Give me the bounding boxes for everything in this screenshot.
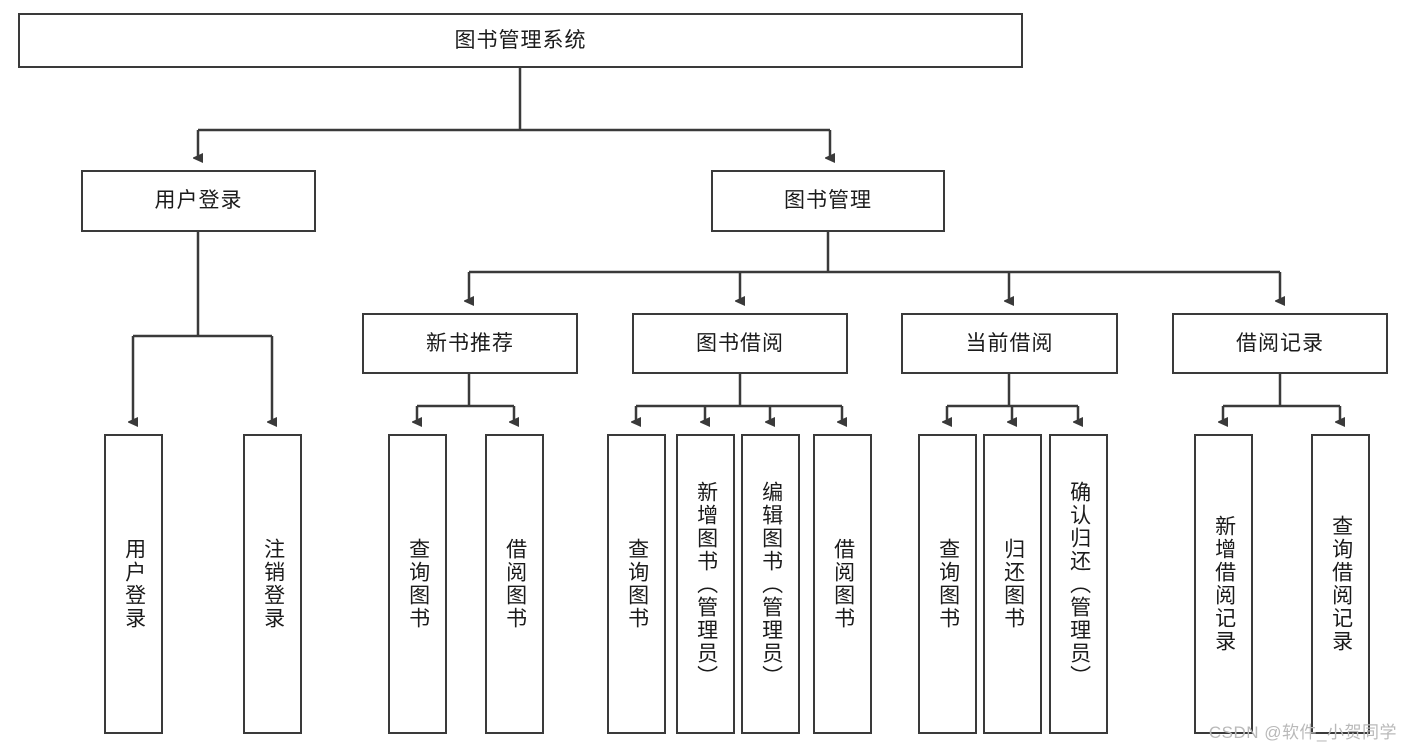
node-label: 注销登录 [261, 538, 285, 630]
node-label: 查询借阅记录 [1329, 515, 1353, 653]
leaf-user-login-login[interactable]: 用户登录 [104, 434, 163, 734]
node-borrow-record[interactable]: 借阅记录 [1172, 313, 1388, 374]
leaf-borrow-query-book[interactable]: 查询图书 [607, 434, 666, 734]
node-user-login[interactable]: 用户登录 [81, 170, 316, 232]
node-label: 编辑图书（管理员） [759, 480, 783, 688]
node-label: 图书管理系统 [454, 28, 587, 52]
node-label: 归还图书 [1001, 538, 1025, 630]
leaf-current-confirm-return-admin[interactable]: 确认归还（管理员） [1049, 434, 1108, 734]
node-new-book-recommend[interactable]: 新书推荐 [362, 313, 578, 374]
leaf-current-query-book[interactable]: 查询图书 [918, 434, 977, 734]
node-book-management[interactable]: 图书管理 [711, 170, 945, 232]
node-label: 当前借阅 [965, 331, 1054, 355]
node-label: 查询图书 [406, 538, 430, 630]
node-root-system[interactable]: 图书管理系统 [18, 13, 1023, 68]
node-label: 查询图书 [936, 538, 960, 630]
leaf-borrow-add-book-admin[interactable]: 新增图书（管理员） [676, 434, 735, 734]
node-label: 借阅图书 [503, 538, 527, 630]
node-label: 图书管理 [784, 189, 872, 213]
node-label: 图书借阅 [696, 331, 784, 355]
leaf-user-login-logout[interactable]: 注销登录 [243, 434, 302, 734]
node-label: 查询图书 [625, 538, 649, 630]
leaf-record-add-record[interactable]: 新增借阅记录 [1194, 434, 1253, 734]
node-label: 确认归还（管理员） [1067, 480, 1091, 688]
leaf-borrow-borrow-book[interactable]: 借阅图书 [813, 434, 872, 734]
node-label: 用户登录 [154, 189, 243, 213]
node-label: 新增借阅记录 [1212, 515, 1236, 653]
leaf-borrow-edit-book-admin[interactable]: 编辑图书（管理员） [741, 434, 800, 734]
node-label: 新增图书（管理员） [694, 480, 718, 688]
node-current-borrow[interactable]: 当前借阅 [901, 313, 1118, 374]
node-label: 用户登录 [122, 538, 146, 630]
node-book-borrow[interactable]: 图书借阅 [632, 313, 848, 374]
leaf-recommend-query-book[interactable]: 查询图书 [388, 434, 447, 734]
watermark-text: CSDN @软件_小贺同学 [1208, 723, 1397, 742]
node-label: 新书推荐 [426, 331, 514, 355]
leaf-recommend-borrow-book[interactable]: 借阅图书 [485, 434, 544, 734]
node-label: 借阅图书 [831, 538, 855, 630]
node-label: 借阅记录 [1236, 331, 1324, 355]
leaf-record-query-record[interactable]: 查询借阅记录 [1311, 434, 1370, 734]
leaf-current-return-book[interactable]: 归还图书 [983, 434, 1042, 734]
